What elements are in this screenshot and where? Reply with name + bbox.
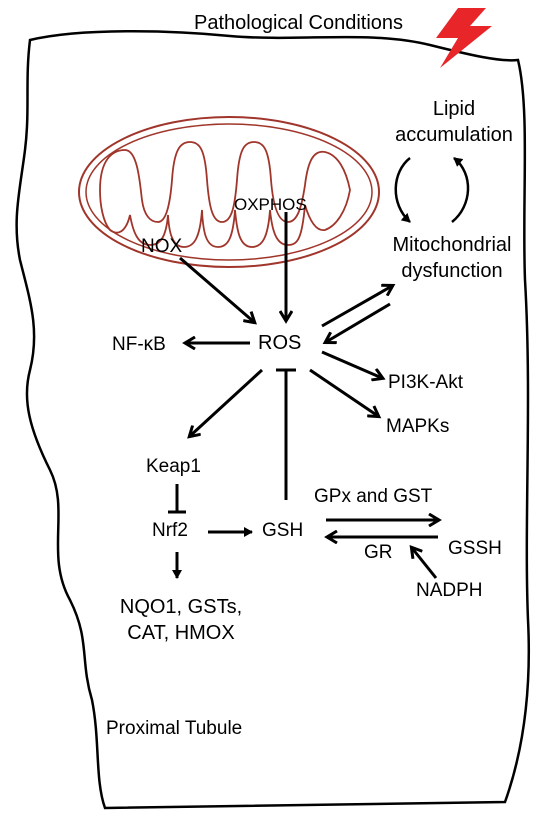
lipid-line-1: Lipid <box>432 98 476 120</box>
proximal-tubule-label: Proximal Tubule <box>106 718 243 739</box>
nadph-label: NADPH <box>416 580 483 601</box>
arrow-nadph-gr <box>412 548 438 579</box>
targets-line-1: NQO1, GSTs, <box>119 596 243 618</box>
keap1-label: Keap1 <box>146 456 201 477</box>
nox-label: NOX <box>141 236 183 257</box>
arrow-nox-ros <box>179 256 254 322</box>
gsh-label: GSH <box>262 520 304 541</box>
lightning-icon <box>436 8 492 68</box>
mitochondrion-cristae <box>99 141 351 248</box>
gpx-gst-label: GPx and GST <box>314 486 433 507</box>
arrow-ros-keap1 <box>190 368 264 436</box>
cell-membrane-outline <box>15 29 531 810</box>
arrow-mito-ros <box>326 302 391 342</box>
arrow-ros-pi3k <box>321 350 382 378</box>
mitochondrion-outer-membrane-inner <box>85 123 373 261</box>
pi3k-akt-label: PI3K-Akt <box>388 372 463 393</box>
mapks-label: MAPKs <box>386 416 450 437</box>
title-label: Pathological Conditions <box>194 12 404 34</box>
mitochondrial-dysfunction-label: Mitochondrial dysfunction <box>372 232 532 284</box>
arrow-ros-mapks <box>309 368 378 416</box>
nrf2-targets-label: NQO1, GSTs, CAT, HMOX <box>96 594 266 646</box>
mito-line-2: dysfunction <box>401 260 503 282</box>
cycle-arrow-right <box>451 157 470 223</box>
cycle-arrow-left <box>394 157 411 223</box>
lipid-line-2: accumulation <box>395 124 513 146</box>
oxphos-label: OXPHOS <box>234 195 307 214</box>
nfkb-label: NF-κB <box>112 334 166 355</box>
ros-label: ROS <box>258 332 302 354</box>
arrow-ros-mito <box>321 286 392 328</box>
gssh-label: GSSH <box>448 538 502 559</box>
targets-line-2: CAT, HMOX <box>127 622 235 644</box>
gr-label: GR <box>364 542 393 563</box>
mito-line-1: Mitochondrial <box>392 234 512 256</box>
nrf2-label: Nrf2 <box>152 520 188 541</box>
lipid-accumulation-label: Lipid accumulation <box>384 96 524 148</box>
mitochondrion-outer-membrane <box>78 116 380 268</box>
